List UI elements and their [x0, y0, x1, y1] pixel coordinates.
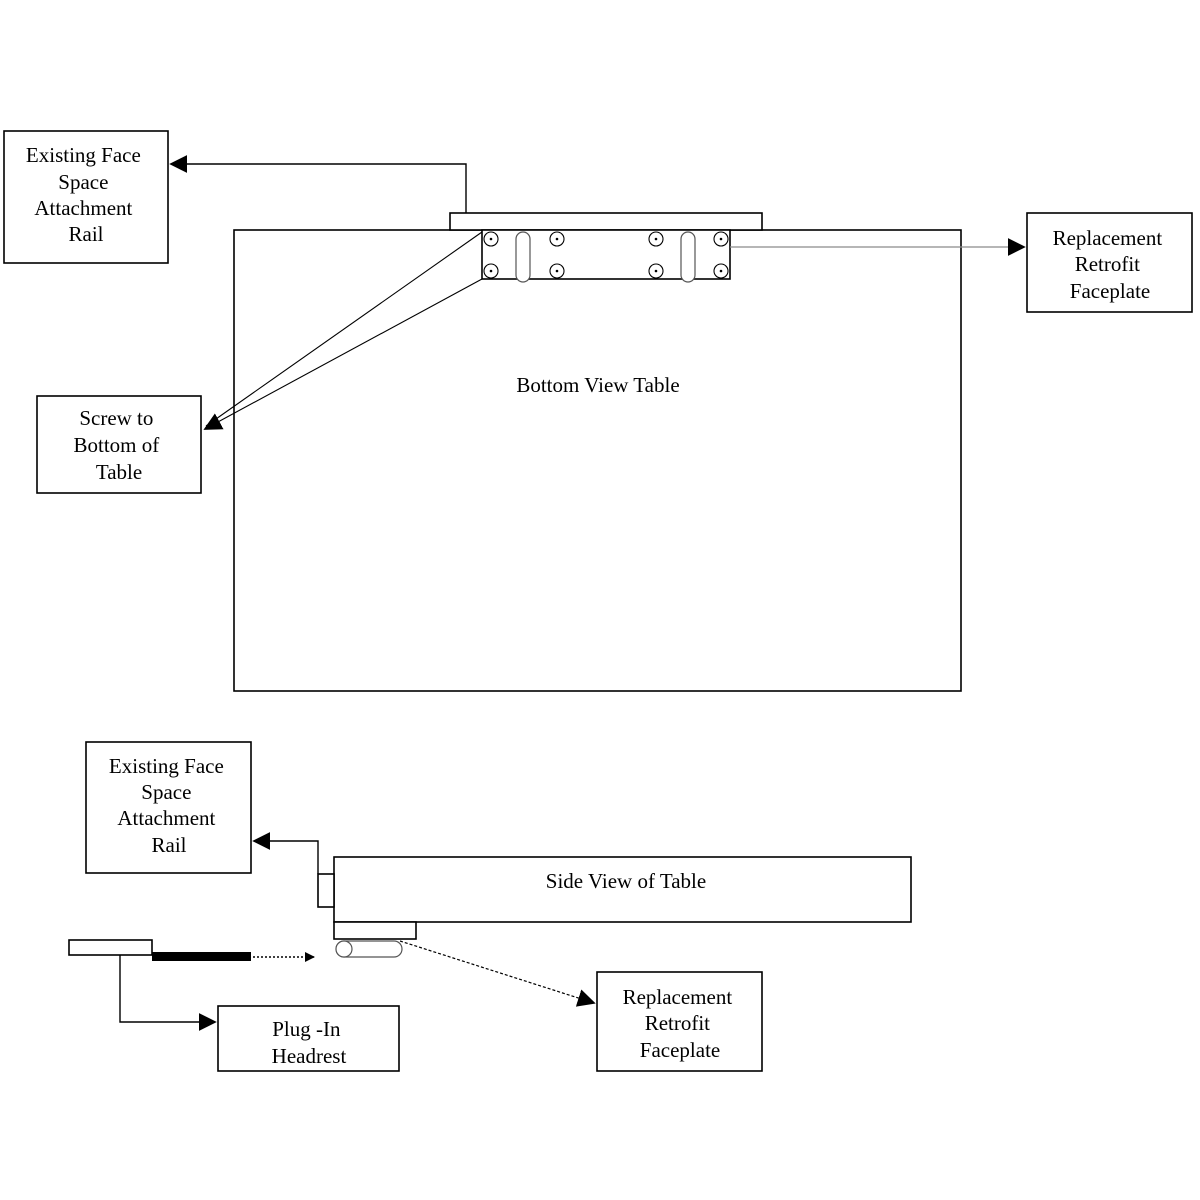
svg-text:Screw to Bottom of: Screw to Bottom of Table [73, 406, 164, 484]
headrest-label-line: Plug -In [272, 1017, 341, 1041]
screw-hole [713, 231, 729, 247]
bottom-faceplate-label-line: Faceplate [1070, 279, 1150, 303]
svg-text:Existing Face Space: Existing Face Space Attachment Rail [109, 754, 229, 857]
side-faceplate-label-line: Faceplate [640, 1038, 720, 1062]
side-view-table [333, 856, 912, 923]
bottom-rail-label-line: Existing Face [26, 143, 141, 167]
side-rail-label-line: Space [141, 780, 191, 804]
svg-text:Plug -In Headrest: Plug -In Headrest [272, 1017, 347, 1068]
bottom-faceplate-label-line: Retrofit [1075, 252, 1140, 276]
headrest-body [68, 939, 153, 956]
side-view: Side View of Table Existing Face Space A… [68, 741, 912, 1072]
bottom-view-title: Bottom View Table [516, 373, 679, 397]
screw-hole [483, 263, 499, 279]
svg-text:Replacement Retrofit: Replacement Retrofit Faceplate [1053, 226, 1168, 303]
bottom-rail-arrow [169, 155, 467, 213]
side-rail-label-box [85, 741, 252, 874]
faceplate-screw-holes [483, 231, 729, 279]
side-rail-label-line: Existing Face [109, 754, 224, 778]
svg-text:Replacement Retrofit: Replacement Retrofit Faceplate [623, 985, 738, 1062]
screw-arrow [203, 278, 483, 430]
bottom-faceplate-label-line: Replacement [1053, 226, 1163, 250]
headrest-label-line: Headrest [272, 1044, 347, 1068]
side-faceplate-label-box [596, 971, 763, 1072]
headrest-label-box [217, 1005, 400, 1072]
bottom-faceplate-label-box [1026, 212, 1193, 313]
screw-hole [483, 231, 499, 247]
side-view-title: Side View of Table [546, 869, 706, 893]
side-rail-label-line: Rail [152, 833, 187, 857]
svg-text:Existing Face Space: Existing Face Space Attachment Rail [26, 143, 146, 246]
side-faceplate-label-line: Retrofit [645, 1011, 710, 1035]
screw-hole [648, 231, 664, 247]
bottom-view: Existing Face Space Attachment Rail Repl… [3, 130, 1193, 692]
screw-hole [549, 231, 565, 247]
screw-label-line: Table [96, 460, 142, 484]
screw-label-box [36, 395, 202, 494]
side-view-socket-end [335, 940, 353, 958]
side-view-faceplate [333, 921, 417, 940]
side-view-rail-block [317, 873, 335, 908]
screw-hole [549, 263, 565, 279]
screw-leader-line [205, 231, 483, 427]
headrest-arrow [119, 955, 217, 1031]
screw-hole [648, 263, 664, 279]
bottom-rail-label-line: Space [58, 170, 108, 194]
bottom-view-rail-strip [449, 212, 763, 231]
bottom-rail-label-line: Attachment [34, 196, 132, 220]
bottom-view-table [233, 229, 962, 692]
screw-label-line: Screw to [79, 406, 153, 430]
side-rail-label-line: Attachment [117, 806, 215, 830]
screw-hole [713, 263, 729, 279]
faceplate-slot [515, 231, 531, 283]
headrest-bar [152, 952, 251, 961]
bottom-rail-label-line: Rail [69, 222, 104, 246]
screw-label-line: Bottom of [73, 433, 159, 457]
faceplate-slot [680, 231, 696, 283]
side-faceplate-arrow [399, 940, 596, 1007]
bottom-rail-label-box [3, 130, 169, 264]
side-faceplate-label-line: Replacement [623, 985, 733, 1009]
side-rail-arrow [252, 832, 319, 874]
